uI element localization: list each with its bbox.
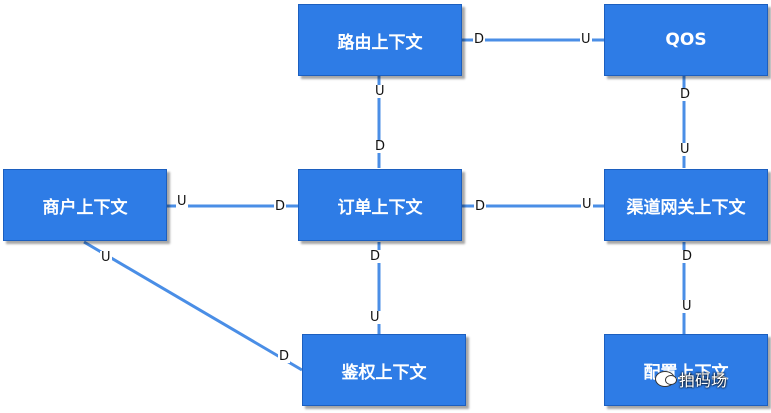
edge-routing-qos-to-label: U [580, 32, 592, 47]
edge-merchant-auth-from-label: U [100, 250, 112, 265]
node-routing-context[interactable]: 路由上下文 [298, 4, 462, 76]
edge-merchant-order-from-label: U [176, 194, 188, 209]
node-qos[interactable]: QOS [604, 4, 768, 76]
node-merchant-context[interactable]: 商户上下文 [3, 169, 167, 241]
edge-merchant-auth-to-label: D [278, 349, 291, 364]
edge-merchant-order-to-label: D [274, 199, 287, 214]
node-routing-label: 路由上下文 [337, 32, 423, 53]
node-order-label: 订单上下文 [337, 197, 423, 218]
node-auth-context[interactable]: 鉴权上下文 [302, 334, 466, 406]
watermark-text: 拍码场 [679, 371, 728, 390]
node-qos-label: QOS [665, 30, 707, 50]
edge-routing-order-to-label: D [374, 139, 387, 154]
edge-order-auth-from-label: D [369, 249, 382, 264]
node-auth-label: 鉴权上下文 [341, 362, 427, 383]
node-channel-gateway-label: 渠道网关上下文 [626, 197, 746, 218]
watermark: 拍码场 [655, 367, 727, 391]
edge-order-channel-from-label: D [474, 199, 487, 214]
edge-routing-order-from-label: U [374, 84, 386, 99]
node-channel-gateway-context[interactable]: 渠道网关上下文 [604, 169, 768, 241]
edge-channel-config-to-label: U [681, 299, 693, 314]
edge-order-channel-to-label: U [581, 197, 593, 212]
edge-routing-qos-from-label: D [473, 32, 486, 47]
edge-qos-channel-to-label: U [679, 142, 691, 157]
edge-order-auth-to-label: U [369, 310, 381, 325]
edge-merchant-auth [83, 240, 303, 372]
node-order-context[interactable]: 订单上下文 [298, 169, 462, 241]
wechat-icon [655, 371, 677, 387]
edge-qos-channel-from-label: D [679, 87, 692, 102]
node-merchant-label: 商户上下文 [42, 197, 128, 218]
edge-channel-config-from-label: D [681, 249, 694, 264]
